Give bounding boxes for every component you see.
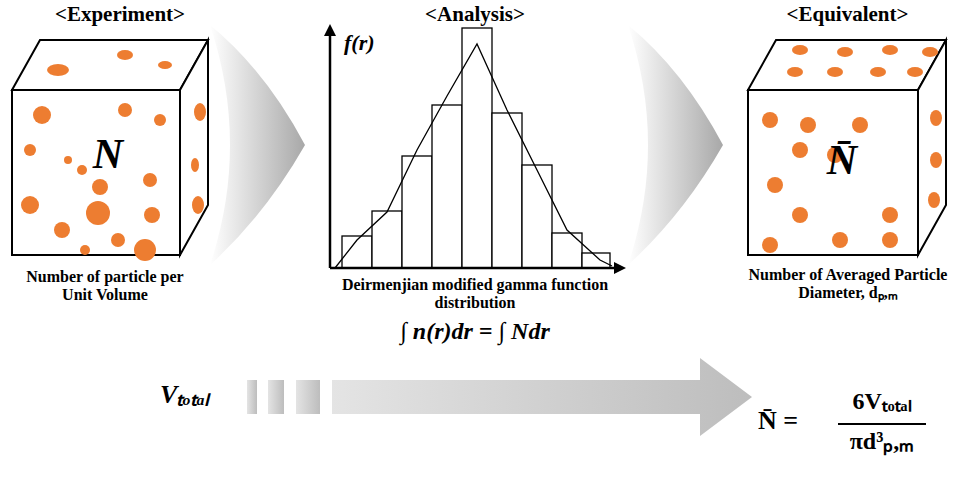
- cube-face: N̄: [748, 90, 918, 255]
- flow-chevron: [628, 25, 723, 265]
- label-text: Number of Averaged Particle Diameter, dₚ…: [740, 266, 956, 303]
- label-text: πd³ₚ,ₘ: [830, 428, 934, 456]
- big-arrow: [247, 358, 752, 436]
- label-text: Number of particle per Unit Volume: [10, 268, 200, 305]
- label-text: Deirmenjian modified gamma function dist…: [340, 276, 610, 313]
- label-text: N̄ =: [758, 406, 838, 436]
- particles: [762, 45, 942, 253]
- experiment-cube: [12, 40, 208, 255]
- fraction-bar: [838, 423, 926, 425]
- label-text: <Equivalent>: [740, 2, 955, 26]
- axes: [324, 24, 626, 274]
- particles: [21, 50, 206, 261]
- label-text: <Analysis>: [370, 2, 580, 26]
- label-text: Vₜₒₜₐₗ: [160, 380, 240, 410]
- flow-chevron: [210, 25, 305, 265]
- count-symbol: N̄: [827, 139, 857, 181]
- histogram: [335, 28, 612, 268]
- cube-face: N: [12, 90, 180, 255]
- label-text: ∫ n(r)dr = ∫ Ndr: [340, 318, 610, 346]
- label-text: 6Vₜₒₜₐₗ: [830, 388, 934, 416]
- label-text: f(r): [344, 30, 404, 55]
- equivalent-cube: [748, 40, 946, 255]
- count-symbol: N: [93, 133, 123, 175]
- label-text: <Experiment>: [20, 2, 220, 26]
